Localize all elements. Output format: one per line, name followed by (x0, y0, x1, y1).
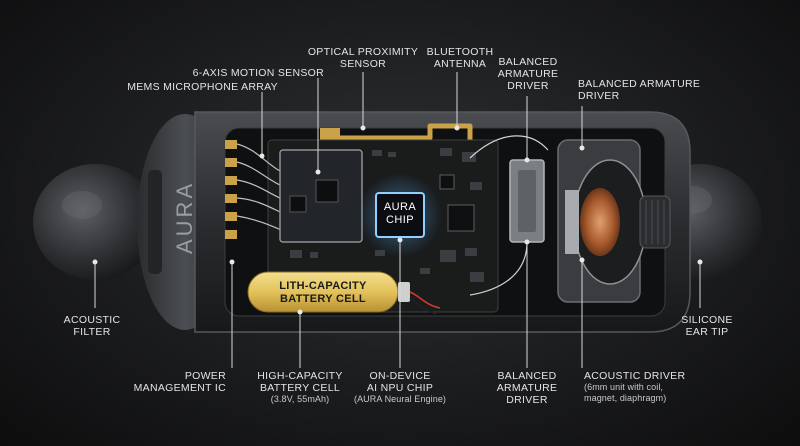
driver-magnet (565, 190, 579, 254)
label-mems-mic: MEMS MICROPHONE ARRAY (127, 81, 278, 93)
label-battery-line2: BATTERY CELL (259, 382, 341, 394)
label-battery-line1: HIGH-CAPACITY (257, 370, 343, 382)
label-npu-sub: (AURA Neural Engine) (353, 394, 447, 404)
battery-black-wire (409, 297, 437, 315)
label-silicone-line1: SILICONE (681, 314, 733, 326)
battery-cell-line1: LITH-CAPACITY (279, 280, 367, 292)
driver-nozzle (639, 195, 671, 249)
label-npu: ON-DEVICE AI NPU CHIP (AURA Neural Engin… (354, 370, 446, 405)
label-battery: HIGH-CAPACITY BATTERY CELL (3.8V, 55mAh) (257, 370, 342, 405)
label-balanced-top-1-line3: DRIVER (507, 80, 549, 92)
smd-components (290, 148, 484, 282)
battery-terminal (398, 282, 410, 302)
label-optical-line1: OPTICAL PROXIMITY (307, 46, 419, 58)
label-battery-spec: (3.8V, 55mAh) (270, 394, 330, 404)
label-bluetooth-line2: ANTENNA (433, 58, 487, 70)
label-acoustic-filter: ACOUSTIC FILTER (64, 314, 121, 338)
label-acoustic-driver-sub1: (6mm unit with coil, (584, 382, 664, 392)
battery-cell-label: LITH-CAPACITY BATTERY CELL (252, 280, 394, 306)
label-motion-sensor: 6-AXIS MOTION SENSOR (192, 67, 324, 79)
label-optical-proximity: OPTICAL PROXIMITY SENSOR (308, 46, 418, 70)
battery-cell-line2: BATTERY CELL (280, 293, 366, 305)
label-npu-line2: AI NPU CHIP (366, 382, 434, 394)
armature-wire (469, 135, 549, 159)
mems-mic-chip (289, 195, 307, 213)
brand-logo-text: AURA (172, 180, 197, 254)
nozzle-mesh (645, 200, 665, 244)
filter-mesh (148, 170, 162, 274)
contact-pads (225, 140, 237, 239)
driver-coil (580, 188, 620, 256)
label-silicone-tip: SILICONE EAR TIP (681, 314, 732, 338)
left-ear-tip (33, 164, 157, 280)
label-acoustic-driver: ACOUSTIC DRIVER (6mm unit with coil, mag… (584, 370, 685, 404)
label-acoustic-filter-line1: ACOUSTIC (63, 314, 121, 326)
armature-detail (518, 170, 536, 232)
label-power-ic-line2: MANAGEMENT IC (133, 382, 226, 394)
label-balanced-bottom-line2: ARMATURE (496, 382, 558, 394)
label-acoustic-driver-sub2: magnet, diaphragm) (584, 393, 667, 403)
label-balanced-bottom-line3: DRIVER (506, 394, 548, 406)
battery-red-wire (409, 291, 441, 309)
label-bluetooth: BLUETOOTH ANTENNA (427, 46, 494, 70)
chip-label-line1: AURA (383, 201, 417, 213)
label-balanced-top-1: BALANCED ARMATURE DRIVER (498, 56, 559, 92)
leader-lines (94, 72, 701, 368)
motion-sensor-chip (315, 179, 339, 203)
armature-lower-wire (469, 241, 528, 296)
label-balanced-top-2: BALANCED ARMATURE DRIVER (578, 78, 700, 102)
label-acoustic-filter-line2: FILTER (73, 326, 111, 338)
leader-dots (92, 125, 703, 315)
bluetooth-antenna-trace (330, 123, 473, 141)
chip-label-line2: CHIP (386, 214, 414, 226)
label-acoustic-driver-line1: ACOUSTIC DRIVER (584, 370, 686, 382)
label-silicone-line2: EAR TIP (685, 326, 729, 338)
antenna-flex (320, 128, 340, 142)
label-balanced-top-1-line2: ARMATURE (497, 68, 559, 80)
label-balanced-bottom: BALANCED ARMATURE DRIVER (497, 370, 558, 406)
left-ear-tip-highlight (62, 191, 102, 219)
label-balanced-bottom-line1: BALANCED (497, 370, 557, 382)
label-npu-line1: ON-DEVICE (369, 370, 431, 382)
label-power-ic: POWER MANAGEMENT IC (134, 370, 226, 394)
label-optical-line2: SENSOR (339, 58, 387, 70)
label-power-ic-line1: POWER (184, 370, 226, 382)
label-bluetooth-line1: BLUETOOTH (426, 46, 494, 58)
label-balanced-top-1-line1: BALANCED (498, 56, 558, 68)
label-balanced-top-2-line1: BALANCED ARMATURE (578, 78, 701, 90)
chip-label: AURA CHIP (376, 201, 424, 227)
aura-chip (375, 192, 425, 238)
label-balanced-top-2-line2: DRIVER (578, 90, 620, 102)
